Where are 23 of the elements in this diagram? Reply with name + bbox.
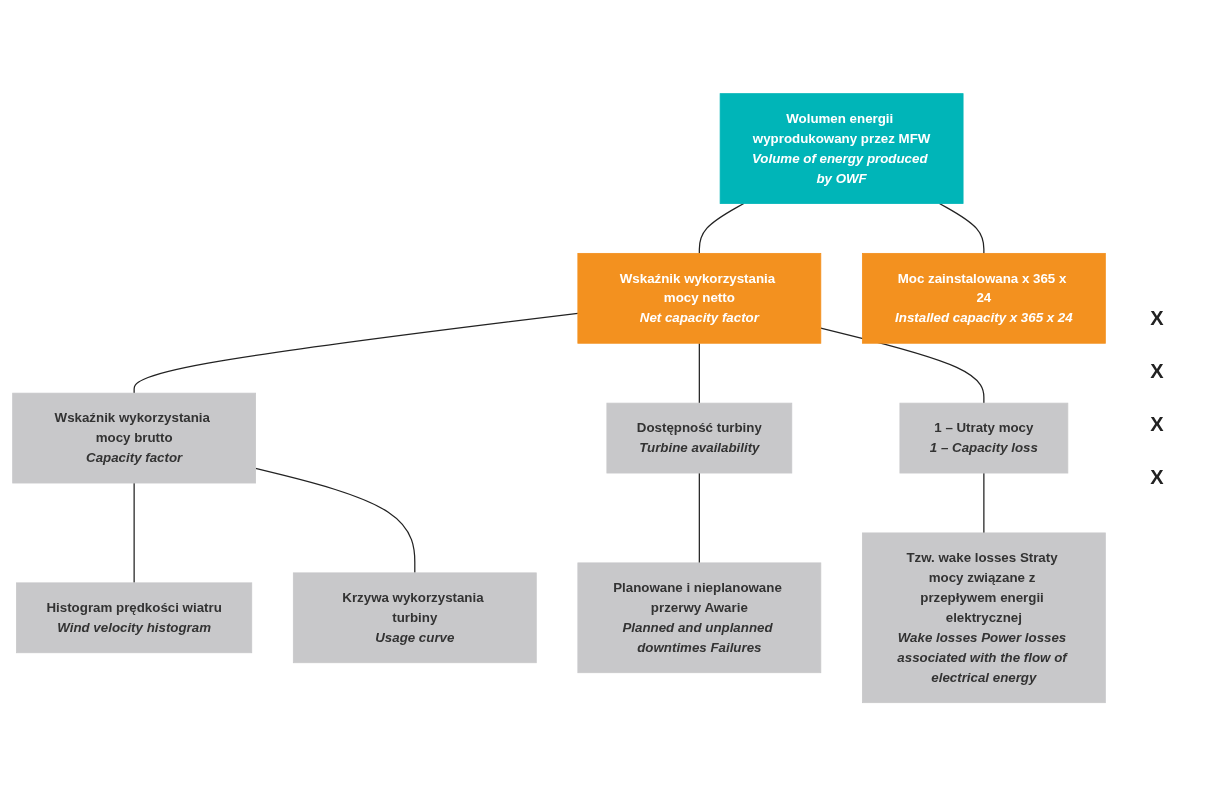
node-box: Histogram prędkości wiatru Wind velocity histogram <box>16 582 253 653</box>
connector <box>254 467 416 574</box>
connector <box>820 327 985 404</box>
node-box: Wskaźnik wykorzystania mocy brutto Capacity factor <box>12 392 256 484</box>
node-box: Wskaźnik wykorzystania mocy netto Net capacity factor <box>577 252 822 344</box>
connector <box>983 472 985 534</box>
connector <box>698 202 745 254</box>
node-box: Planowane i nieplanowane przerwy Awarie Planned and unplanned downtimes Failures <box>577 562 822 673</box>
node-box: Wolumen energii wyprodukowany przez MFW Volume of energy produced by OWF <box>719 93 964 204</box>
multiplication-sign: X <box>1150 360 1164 383</box>
multiplication-sign: X <box>1150 466 1164 489</box>
node-box: 1 – Utraty mocy 1 – Capacity loss <box>899 402 1069 474</box>
connector <box>133 312 579 394</box>
multiplication-sign: X <box>1150 413 1164 436</box>
connector <box>698 472 700 564</box>
connector <box>938 202 985 254</box>
node-box: Moc zainstalowana x 365 x 24 Installed capacity x 365 x 24 <box>862 252 1106 344</box>
connector <box>698 342 700 404</box>
node-box: Dostępność turbiny Turbine availability <box>606 402 793 474</box>
node-box: Tzw. wake losses Straty mocy związane z przepływem energii elektrycznej Wake losses Power losses associated with the flow of electrical energy <box>862 532 1106 703</box>
node-box: Krzywa wykorzystania turbiny Usage curve <box>292 572 537 663</box>
connector <box>133 482 135 584</box>
multiplication-sign: X <box>1150 307 1164 330</box>
